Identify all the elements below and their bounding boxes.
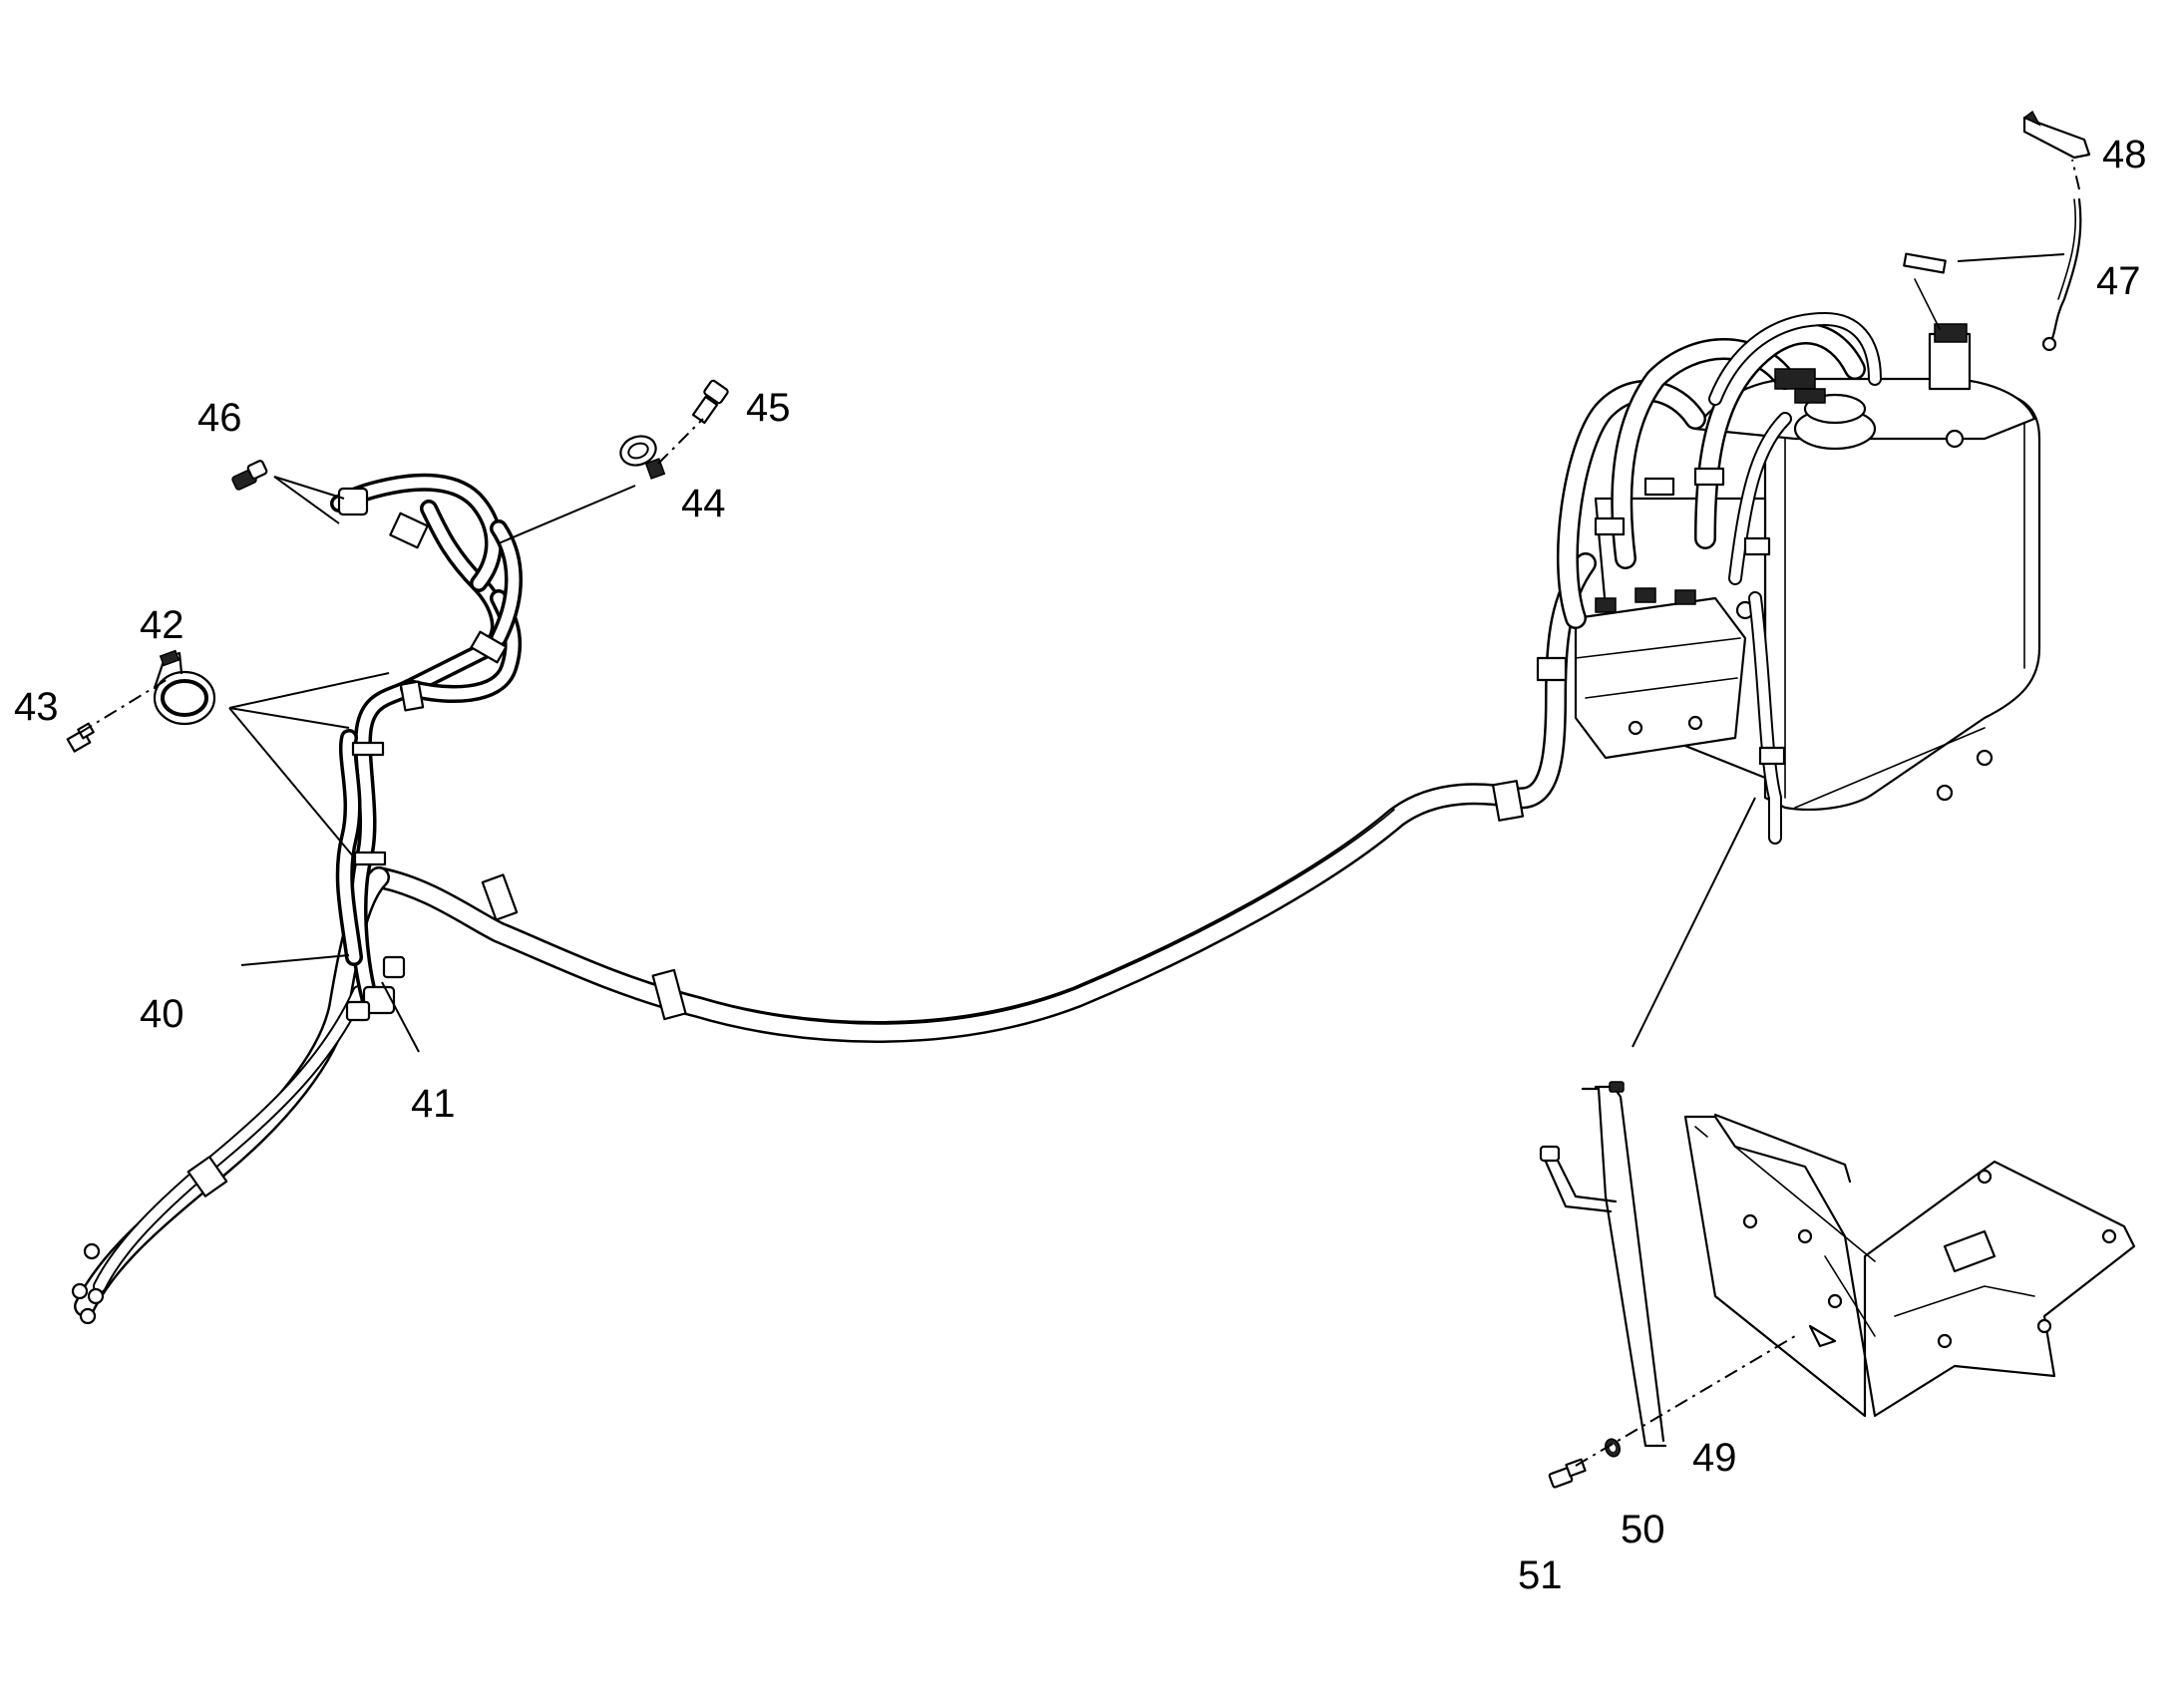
leader-lines: [79, 159, 2080, 1467]
tab-part-48: [2022, 110, 2091, 160]
callout-43: 43: [14, 685, 59, 729]
clip-part-44: [619, 435, 666, 480]
callout-46: 46: [197, 396, 242, 440]
left-hose-branches: [71, 866, 390, 1325]
callout-41: 41: [411, 1082, 456, 1126]
support-rod-part-49: [1539, 1081, 1667, 1448]
mounting-plate: [1683, 1113, 2136, 1418]
callout-51: 51: [1518, 1553, 1563, 1597]
callout-44: 44: [681, 482, 726, 525]
hose-clamp-part-42: [153, 649, 216, 726]
tank-top-hoses: [1557, 312, 1882, 845]
callout-50: 50: [1621, 1508, 1665, 1551]
return-hose-loop: [330, 473, 523, 1022]
fuel-pump-module: [1574, 587, 1747, 760]
callout-labels: 40 41 42 43 44 45 46 47 48 49 50 51: [14, 133, 2147, 1597]
callout-45: 45: [746, 386, 791, 430]
callout-40: 40: [140, 992, 184, 1036]
fitting-part-46: [231, 460, 268, 491]
callout-48: 48: [2102, 133, 2147, 176]
main-hose-assembly: [368, 552, 1597, 1043]
callout-49: 49: [1692, 1436, 1737, 1480]
callout-47: 47: [2096, 259, 2141, 303]
callout-42: 42: [140, 603, 184, 647]
bolt-part-45: [691, 379, 729, 425]
tether-part-47: [2041, 197, 2082, 352]
